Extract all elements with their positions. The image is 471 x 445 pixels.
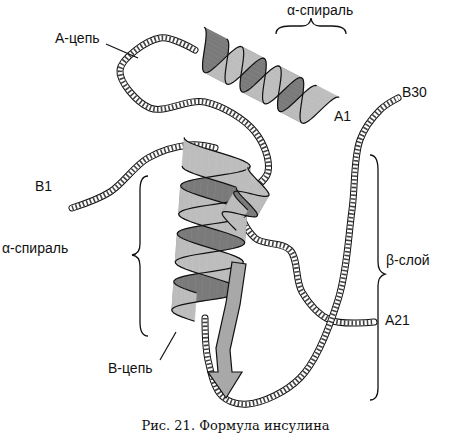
leader-line [106,44,138,58]
beta-strand [208,262,246,398]
part-label: α-спираль [2,240,68,256]
part-label: А21 [385,312,410,328]
b-chain-coil [205,98,398,404]
part-label: α-спираль [287,2,353,18]
right-bracket [370,155,385,400]
a-chain-helix [222,167,269,230]
leader-line [160,332,176,360]
top-bracket [276,18,346,34]
a-chain-helix [203,27,340,123]
a-chain-coil [120,38,374,323]
figure-caption: Рис. 21. Формула инсулина [141,418,329,434]
part-label: А-цепь [55,30,100,46]
part-label: В30 [402,84,427,100]
part-label: А1 [334,108,351,124]
part-label: В1 [35,178,52,194]
part-label: β-слой [386,252,430,268]
left-bracket [132,176,148,336]
part-label: В-цепь [108,360,153,376]
